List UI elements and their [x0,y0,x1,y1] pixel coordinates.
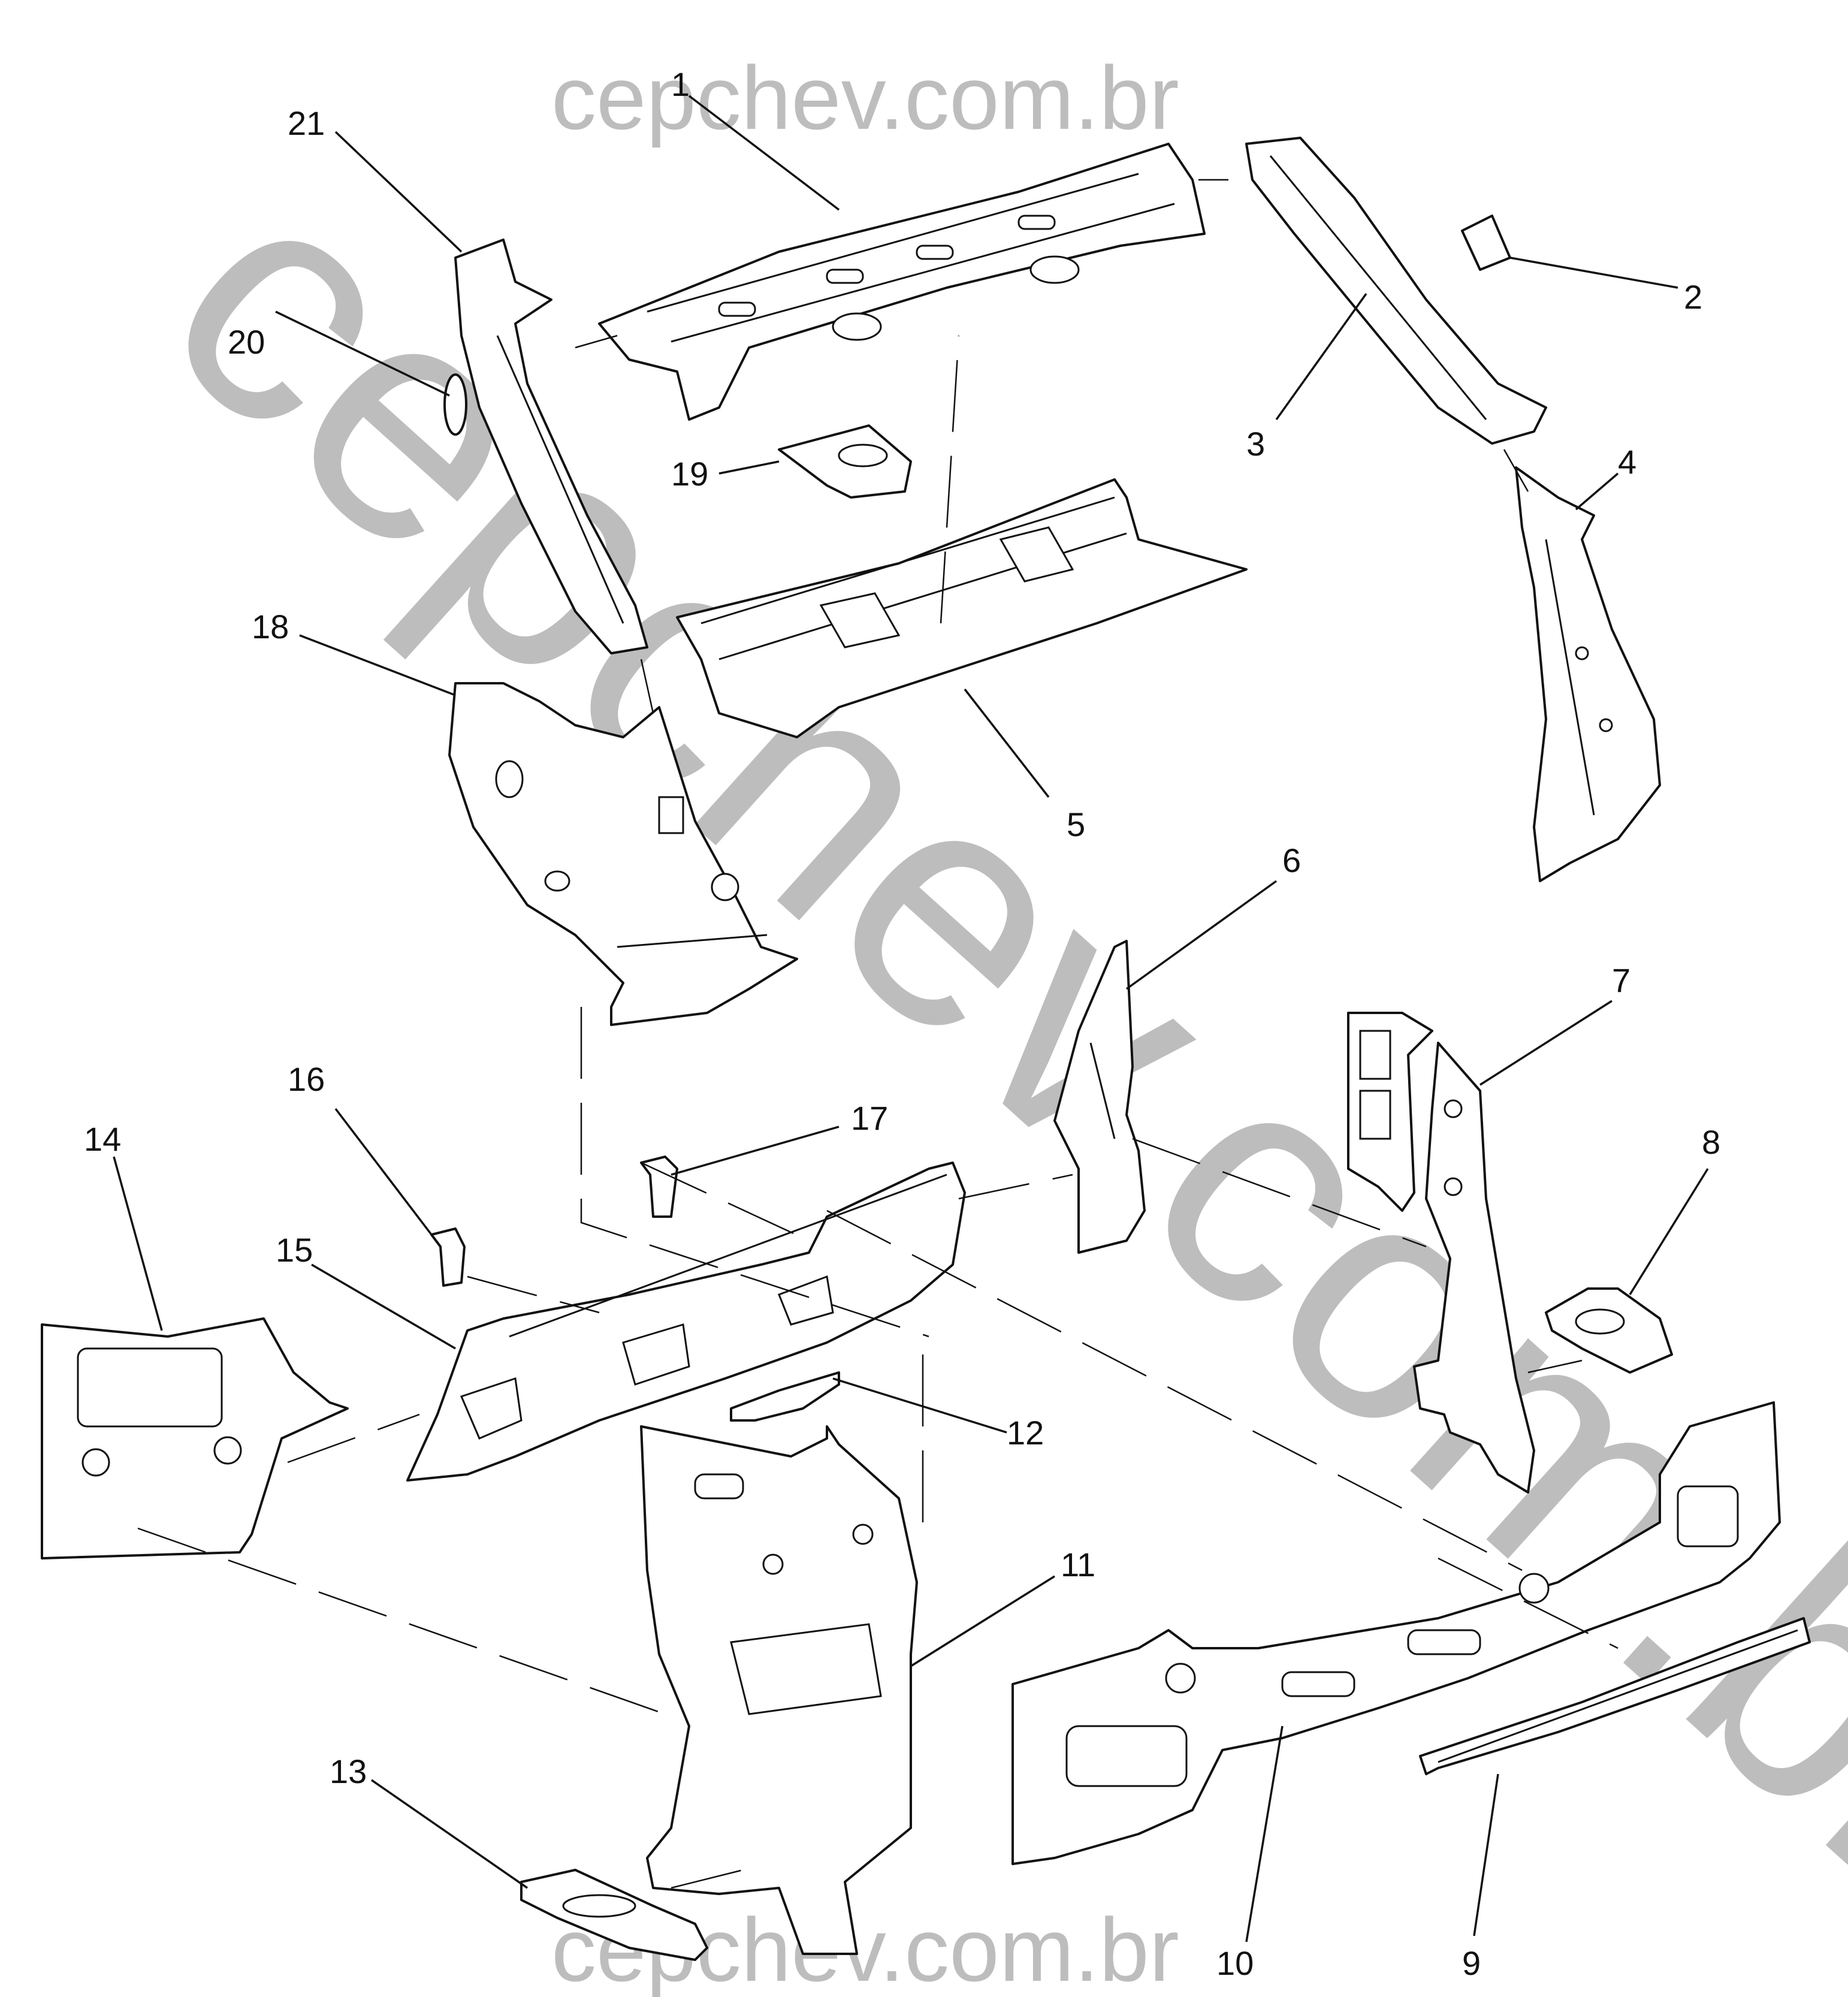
part-10-rear-end-panel [1011,1401,1781,1865]
part-18-wheelhouse-inner [448,682,798,1026]
explosion-lines [137,179,1618,1889]
part-20-grommet [443,373,467,436]
part-7-reinforcement [1347,1012,1535,1494]
callout-15: 15 [276,1231,313,1269]
part-15-rear-panel-inner [406,1162,966,1482]
part-1-upper-panel [598,143,1206,421]
callout-17: 17 [851,1099,888,1137]
callout-8: 8 [1702,1123,1720,1161]
callout-12: 12 [1007,1414,1044,1452]
part-6-pillar-reinforcement [1053,940,1146,1254]
callout-1: 1 [671,65,690,103]
part-9-sill-plate [1419,1617,1811,1775]
watermark-top: cepchev.com.br [551,47,1179,148]
watermark-diagonal: cepchev.com.br [101,110,1848,1959]
part-11-wheelhouse-panel [640,1425,918,1955]
callout-4: 4 [1618,443,1636,481]
part-21-pillar [454,239,648,654]
callout-14: 14 [84,1120,121,1158]
callout-19: 19 [671,455,708,493]
part-19-bracket [778,424,912,499]
callout-13: 13 [330,1752,367,1790]
part-16-clip [430,1227,466,1287]
callout-2: 2 [1684,278,1702,316]
callout-21: 21 [288,104,325,142]
part-17-clip [640,1156,678,1218]
callout-10: 10 [1216,1944,1254,1982]
part-8-bracket [1545,1287,1673,1374]
part-2-small-plate [1461,215,1511,271]
callout-18: 18 [252,608,289,645]
callout-6: 6 [1282,841,1301,879]
part-3-pillar [1245,137,1547,445]
callout-20: 20 [228,323,265,361]
callout-16: 16 [288,1060,325,1098]
part-14-quarter-inner [41,1317,349,1559]
callout-11: 11 [1061,1546,1095,1583]
callout-5: 5 [1067,806,1085,843]
leader-lines [113,95,1709,1942]
callout-9: 9 [1462,1944,1481,1982]
callout-7: 7 [1612,961,1630,999]
part-13-bracket [520,1869,708,1961]
part-5-lower-panel [676,478,1248,738]
callout-3: 3 [1246,425,1265,463]
part-12-bracket [730,1371,840,1422]
part-4-pillar-lower [1515,466,1661,882]
callout-labels: 1 2 3 4 5 6 7 8 9 10 11 12 13 14 15 16 1… [84,65,1720,1982]
